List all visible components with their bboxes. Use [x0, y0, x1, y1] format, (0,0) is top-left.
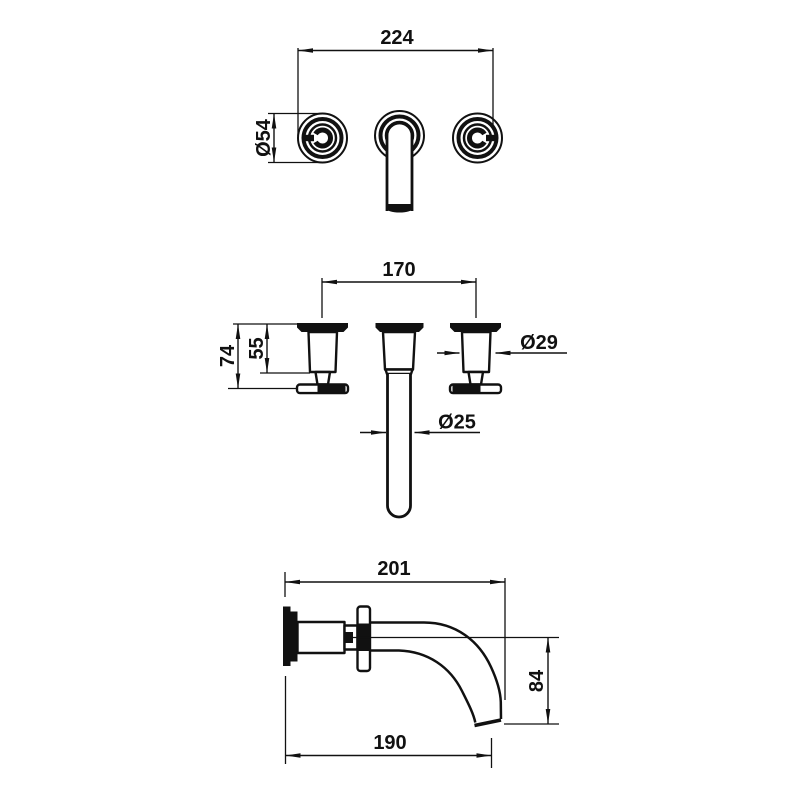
dim-projection-body-label: 55: [246, 337, 268, 359]
dim-spout-reach-overall: 201: [284, 558, 506, 700]
cross-arm-arc: [313, 127, 334, 149]
dim-spout-tube-diameter: Ø25: [360, 412, 480, 435]
spout-side: [370, 621, 503, 728]
spout-tube-end-cap: [386, 204, 413, 213]
wall-flange: [283, 606, 298, 666]
dim-outlet-reach: 190: [284, 676, 493, 768]
left-handle-front: [297, 112, 348, 164]
spout-cap: [375, 323, 424, 332]
spout-body: [381, 330, 417, 371]
cross-arm-bar: [486, 134, 497, 142]
valve-body: [460, 330, 492, 374]
dim-valve-spacing-label: 170: [382, 259, 415, 281]
spout-mount-body: [296, 620, 346, 655]
spout-outlet: [474, 718, 502, 728]
right-handle-front: [452, 112, 503, 164]
dim-spout-tube-diameter-label: Ø25: [438, 412, 476, 434]
left-valve-plan: [295, 323, 350, 395]
dim-valve-body-diameter: Ø29: [437, 332, 567, 356]
valve-stem: [467, 370, 485, 386]
dim-projection-total: 74: [217, 323, 298, 390]
spout-inner-edge: [370, 649, 477, 723]
cross-handle-arm: [317, 385, 346, 393]
valve-cap: [450, 323, 501, 332]
spout-plan: [375, 323, 424, 519]
valve-stem: [314, 370, 332, 386]
dim-handle-face-diameter: Ø54: [253, 112, 323, 164]
dim-handle-face-diameter-label: Ø54: [253, 118, 275, 157]
connector-port: [344, 632, 353, 643]
dim-overall-width-label: 224: [380, 27, 414, 49]
spout-tube-plan: [386, 374, 412, 519]
cross-arm-bar: [303, 134, 314, 142]
dim-projection-total-label: 74: [217, 344, 239, 367]
front-view: 224 Ø54: [253, 27, 503, 213]
spout-collar: [384, 368, 414, 376]
dim-projection-body: 55: [246, 324, 310, 374]
handle-escutcheon-ring: [297, 112, 348, 164]
spout-front: [374, 110, 425, 213]
handle-escutcheon-ring: [452, 112, 503, 164]
valve-cap: [297, 323, 348, 332]
dim-spout-drop: 84: [350, 636, 559, 725]
dim-valve-body-diameter-label: Ø29: [520, 332, 558, 354]
cross-handle-arm: [452, 385, 481, 393]
spout-outer-edge: [370, 621, 503, 720]
dim-outlet-reach-label: 190: [373, 732, 406, 754]
cross-arm-arc: [466, 127, 487, 149]
spout-tube-front: [385, 121, 414, 211]
dim-spout-reach-overall-label: 201: [377, 558, 410, 580]
right-valve-plan: [448, 323, 503, 395]
plan-view: 170 74: [217, 259, 567, 519]
dim-spout-drop-label: 84: [526, 669, 548, 692]
valve-body: [307, 330, 339, 374]
dim-valve-spacing: 170: [321, 259, 477, 318]
dim-overall-width: 224: [297, 27, 494, 136]
side-view: 201 84 190: [283, 558, 559, 768]
